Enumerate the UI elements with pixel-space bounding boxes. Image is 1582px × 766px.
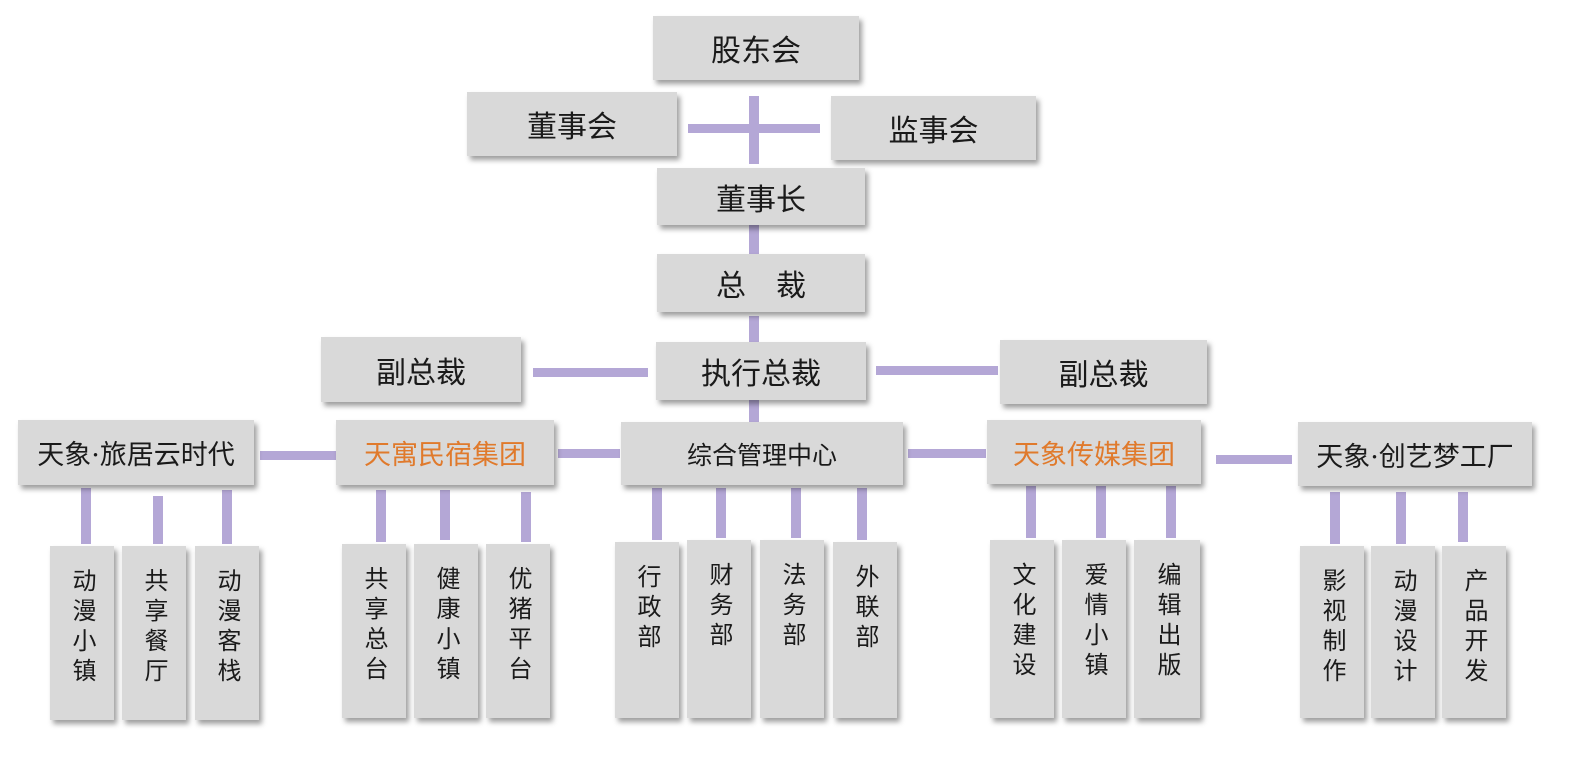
leaf-label: 行政部	[633, 564, 661, 654]
group-0: 天象·旅居云时代	[18, 420, 254, 485]
leaf-label: 健康小镇	[432, 566, 460, 686]
connector-line	[1396, 492, 1406, 544]
connector-line	[652, 488, 662, 540]
leaf-label: 优猪平台	[504, 566, 532, 686]
leaf-box: 影视制作	[1300, 546, 1364, 718]
leaf-box: 优猪平台	[486, 544, 550, 718]
connector-line	[749, 224, 759, 254]
connector-line	[1458, 492, 1468, 542]
leaf-label: 动漫客栈	[213, 568, 241, 688]
leaf-label: 产品开发	[1460, 568, 1488, 688]
leaf-label: 影视制作	[1318, 568, 1346, 688]
connector-line	[376, 490, 386, 542]
group-1: 天寓民宿集团	[336, 420, 554, 485]
connector-line	[81, 488, 91, 544]
leaf-box: 爱情小镇	[1062, 540, 1126, 718]
connector-line	[857, 488, 867, 540]
leaf-label: 共享总台	[360, 566, 388, 686]
leaf-box: 健康小镇	[414, 544, 478, 718]
connector-line	[1330, 492, 1340, 544]
leaf-box: 动漫设计	[1371, 546, 1435, 718]
connector-line	[521, 492, 531, 542]
connector-line	[440, 490, 450, 540]
node-vp-right: 副总裁	[1000, 340, 1207, 404]
leaf-label: 动漫设计	[1389, 568, 1417, 688]
node-shareholders: 股东会	[653, 16, 859, 80]
leaf-box: 财务部	[687, 540, 751, 718]
node-board: 董事会	[467, 92, 677, 156]
node-executive-president: 执行总裁	[656, 342, 866, 400]
connector-line	[716, 488, 726, 538]
leaf-box: 动漫小镇	[50, 546, 114, 720]
connector-line	[908, 449, 986, 458]
leaf-box: 共享总台	[342, 544, 406, 718]
connector-line	[1216, 455, 1292, 464]
node-chairman: 董事长	[657, 168, 865, 225]
leaf-label: 法务部	[778, 562, 806, 652]
leaf-box: 产品开发	[1442, 546, 1506, 718]
leaf-box: 动漫客栈	[195, 546, 259, 720]
connector-line	[153, 496, 163, 544]
connector-line	[749, 400, 759, 424]
leaf-label: 财务部	[705, 562, 733, 652]
leaf-box: 共享餐厅	[122, 546, 186, 720]
leaf-label: 爱情小镇	[1080, 562, 1108, 682]
connector-line	[1166, 486, 1176, 538]
connector-line	[876, 366, 998, 375]
node-president: 总 裁	[657, 254, 865, 312]
leaf-box: 编辑出版	[1134, 540, 1200, 718]
group-2: 综合管理中心	[621, 422, 903, 485]
connector-line	[260, 451, 336, 460]
leaf-box: 文化建设	[990, 540, 1054, 718]
group-3: 天象传媒集团	[987, 420, 1201, 484]
leaf-label: 动漫小镇	[68, 568, 96, 688]
connector-line	[533, 368, 648, 377]
connector-line	[1096, 486, 1106, 538]
connector-line	[222, 490, 232, 544]
connector-line	[749, 316, 759, 342]
node-supervisors: 监事会	[831, 96, 1036, 160]
node-vp-left: 副总裁	[321, 337, 521, 402]
leaf-box: 法务部	[760, 540, 824, 718]
connector-line	[688, 124, 820, 133]
leaf-box: 外联部	[833, 542, 897, 718]
leaf-box: 行政部	[615, 542, 679, 718]
leaf-label: 共享餐厅	[140, 568, 168, 688]
connector-line	[1026, 486, 1036, 538]
connector-line	[791, 488, 801, 538]
connector-line	[558, 449, 620, 458]
group-4: 天象·创艺梦工厂	[1298, 422, 1532, 486]
leaf-label: 外联部	[851, 564, 879, 654]
leaf-label: 编辑出版	[1153, 562, 1181, 682]
leaf-label: 文化建设	[1008, 562, 1036, 682]
